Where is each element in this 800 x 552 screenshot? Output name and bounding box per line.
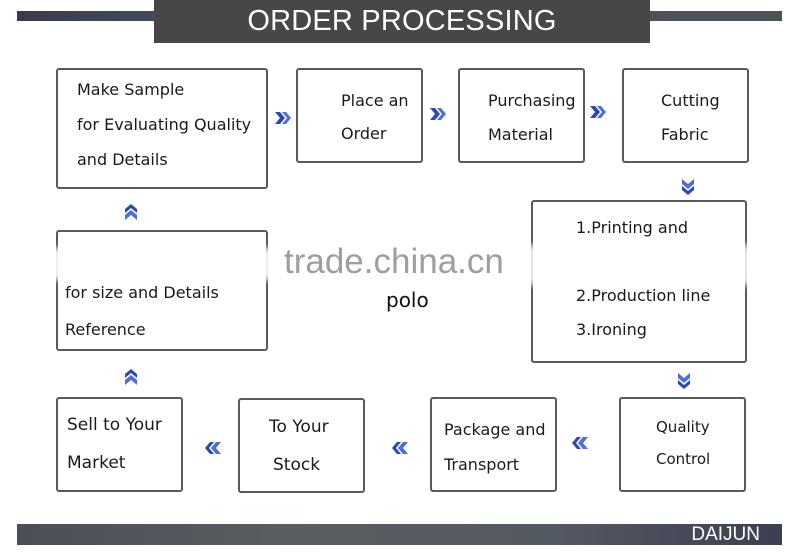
step-text: Stock: [273, 455, 321, 475]
brand-label: DAIJUN: [691, 524, 760, 545]
double-chevron-up-icon: [123, 368, 139, 386]
step-text: Transport: [444, 455, 520, 474]
step-text: Quality: [656, 418, 710, 436]
step-text: To Your: [269, 417, 329, 437]
step-text: 3.Ironing: [576, 320, 647, 339]
header-bar-right: [648, 11, 782, 21]
step-quality-control: Quality Control: [619, 397, 746, 492]
double-chevron-left-icon: [204, 440, 222, 456]
step-package-transport: Package and Transport: [430, 397, 557, 492]
step-text: Control: [656, 450, 711, 468]
step-purchasing-material: Purchasing Material: [458, 68, 585, 163]
double-chevron-right-icon: [429, 106, 447, 122]
step-text: for Evaluating Quality: [77, 115, 252, 134]
step-text: and Details: [77, 150, 168, 169]
double-chevron-up-icon: [123, 203, 139, 221]
watermark: trade.china.cn: [284, 242, 504, 281]
step-text: Place an: [341, 91, 409, 110]
double-chevron-left-icon: [391, 440, 409, 456]
step-text: Make Sample: [77, 80, 185, 99]
blur-patch: [50, 248, 275, 280]
step-text: Reference: [65, 320, 146, 339]
step-cutting-fabric: Cutting Fabric: [622, 68, 749, 163]
page-title: ORDER PROCESSING: [154, 0, 650, 43]
step-text: 1.Printing and: [576, 218, 688, 237]
step-text: Cutting: [661, 91, 720, 110]
step-text: Package and: [444, 420, 546, 439]
product-label: polo: [386, 288, 429, 312]
header-bar-left: [17, 11, 157, 21]
double-chevron-right-icon: [274, 110, 292, 126]
step-text: Order: [341, 124, 387, 143]
step-production: 1.Printing and 2.Production line 3.Ironi…: [531, 200, 747, 363]
step-text: Purchasing: [488, 91, 576, 110]
step-text: Fabric: [661, 125, 709, 144]
double-chevron-down-icon: [676, 372, 692, 390]
step-text: Market: [67, 453, 126, 473]
blur-patch: [524, 245, 536, 285]
step-text: Material: [488, 125, 553, 144]
step-make-sample: Make Sample for Evaluating Quality and D…: [56, 68, 268, 189]
double-chevron-left-icon: [571, 435, 589, 451]
blur-patch: [742, 245, 754, 285]
double-chevron-right-icon: [589, 104, 607, 120]
step-text: Sell to Your: [67, 415, 162, 435]
step-text: for size and Details: [65, 283, 219, 302]
step-place-order: Place an Order: [296, 68, 423, 163]
footer-bar: DAIJUN: [17, 524, 782, 545]
double-chevron-down-icon: [680, 178, 696, 196]
step-text: 2.Production line: [576, 286, 711, 305]
step-sell-market: Sell to Your Market: [56, 397, 183, 492]
step-to-stock: To Your Stock: [238, 398, 365, 493]
